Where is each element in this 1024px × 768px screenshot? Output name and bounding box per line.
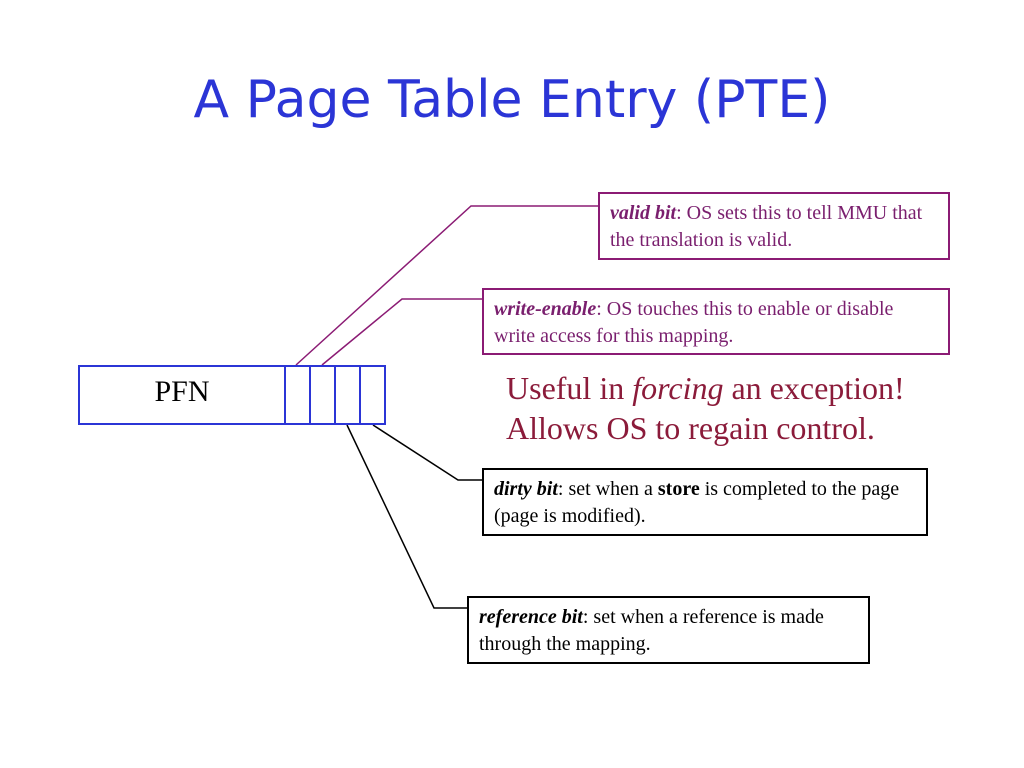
reference-bit-description: : set when a reference is made through t… bbox=[479, 606, 824, 655]
note-text-2: an exception! bbox=[723, 370, 905, 406]
note-forcing-exception: Useful in forcing an exception! Allows O… bbox=[506, 368, 976, 448]
note-line-1: Useful in forcing an exception! bbox=[506, 368, 976, 408]
write-enable-description: : OS touches this to enable or disable w… bbox=[494, 298, 894, 347]
write-enable-term: write-enable bbox=[494, 298, 597, 320]
pte-diagram: PFN bbox=[78, 365, 386, 425]
dirty-bit-store-word: store bbox=[657, 478, 700, 500]
dirty-bit-description-1: : set when a bbox=[557, 478, 658, 500]
callout-dirty-bit: dirty bit: set when a store is completed… bbox=[482, 468, 928, 536]
callout-write-enable: write-enable: OS touches this to enable … bbox=[482, 288, 950, 355]
pte-bit-dirty-cell bbox=[359, 367, 384, 423]
leader-reference-bit bbox=[346, 424, 467, 609]
leader-valid-bit bbox=[295, 205, 598, 366]
pte-bit-write-cell bbox=[334, 367, 359, 423]
callout-reference-bit: reference bit: set when a reference is m… bbox=[467, 596, 870, 664]
pfn-field: PFN bbox=[154, 375, 210, 408]
reference-bit-term: reference bit bbox=[479, 606, 583, 628]
pte-bit-valid-cell bbox=[309, 367, 334, 423]
dirty-bit-term: dirty bit bbox=[494, 478, 558, 500]
note-text-1: Useful in bbox=[506, 370, 633, 406]
callout-valid-bit: valid bit: OS sets this to tell MMU that… bbox=[598, 192, 950, 260]
note-emphasis: forcing bbox=[632, 370, 724, 406]
valid-bit-description: : OS sets this to tell MMU that the tran… bbox=[610, 202, 923, 251]
leader-write-enable bbox=[321, 298, 482, 366]
note-line-2: Allows OS to regain control. bbox=[506, 410, 875, 446]
dirty-bit-description-2: is completed to the page (page is modifi… bbox=[494, 478, 900, 527]
leader-dirty-bit bbox=[372, 424, 482, 481]
slide-title: A Page Table Entry (PTE) bbox=[193, 70, 831, 130]
valid-bit-term: valid bit bbox=[610, 202, 677, 224]
pte-bit-reference-cell bbox=[284, 367, 309, 423]
